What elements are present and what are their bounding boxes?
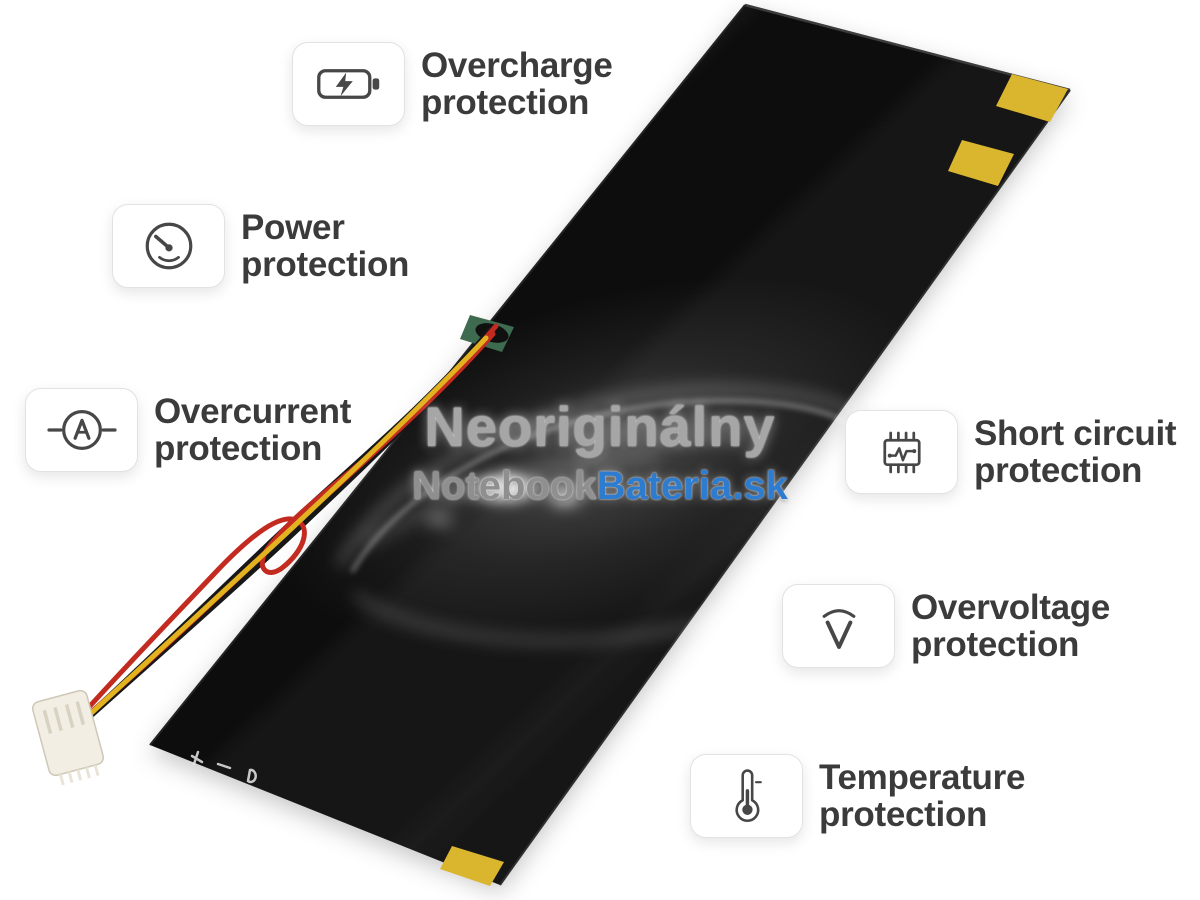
temperature-icon-box [690, 754, 803, 838]
overvoltage-icon-box [782, 584, 895, 668]
callout-short-circuit: Short circuit protection [845, 410, 1177, 494]
feature-line1: Power [241, 208, 345, 247]
battery-wires [81, 323, 499, 725]
callout-overcurrent: Overcurrent protection [25, 388, 351, 472]
feature-line2: protection [819, 795, 988, 834]
feature-label: Power protection [241, 209, 409, 283]
feature-line2: protection [241, 245, 410, 284]
ammeter-icon [46, 410, 117, 450]
short-circuit-icon-box [845, 410, 958, 494]
power-gauge-icon [145, 222, 192, 270]
power-icon-box [112, 204, 225, 288]
callout-temperature: Temperature protection [690, 754, 1025, 838]
feature-label: Overvoltage protection [911, 589, 1110, 663]
callout-overvoltage: Overvoltage protection [782, 584, 1110, 668]
thermometer-icon [734, 769, 762, 823]
watermark-subtitle-gray: Notebook [412, 464, 597, 508]
feature-line2: protection [974, 451, 1143, 490]
tape-strips [440, 74, 1068, 886]
feature-label: Temperature protection [819, 759, 1025, 833]
wire-connector [31, 689, 105, 786]
feature-label: Overcurrent protection [154, 393, 351, 467]
watermark-title: Neoriginálny [424, 395, 776, 458]
feature-label: Overcharge protection [421, 47, 613, 121]
feature-line1: Short circuit [974, 414, 1177, 453]
feature-label: Short circuit protection [974, 414, 1177, 490]
chip-icon [882, 431, 921, 474]
feature-line1: Temperature [819, 758, 1026, 797]
voltage-icon [822, 609, 855, 649]
overcharge-icon-box [292, 42, 405, 126]
callout-overcharge: Overcharge protection [292, 42, 613, 126]
watermark-subtitle-blue: Bateria.sk [596, 464, 788, 508]
feature-line1: Overvoltage [911, 588, 1111, 627]
callout-power: Power protection [112, 204, 409, 288]
battery-charge-icon [316, 69, 379, 99]
feature-line1: Overcharge [421, 46, 613, 85]
feature-line1: Overcurrent [154, 392, 352, 431]
battery-markings [190, 750, 257, 784]
feature-line2: protection [154, 429, 323, 468]
watermark-subtitle: NotebookBateria.sk [0, 464, 1200, 509]
feature-line2: protection [421, 83, 590, 122]
feature-line2: protection [911, 625, 1080, 664]
overcurrent-icon-box [25, 388, 138, 472]
